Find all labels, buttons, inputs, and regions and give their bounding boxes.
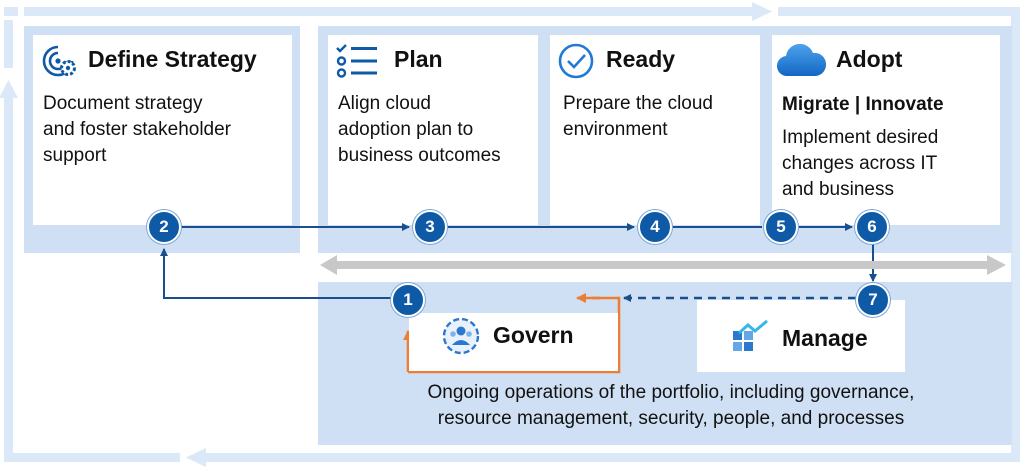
dashboard-chart-icon bbox=[733, 319, 768, 351]
card-ready bbox=[550, 35, 760, 225]
target-gear-icon bbox=[42, 45, 76, 77]
stage-subtitle-adopt: Migrate | Innovate bbox=[782, 94, 944, 115]
people-shield-icon bbox=[442, 317, 480, 355]
double-arrow bbox=[320, 255, 1006, 275]
node-2: 2 bbox=[147, 210, 181, 244]
checklist-icon bbox=[336, 44, 377, 78]
ongoing-operations-text: Ongoing operations of the portfolio, inc… bbox=[427, 382, 915, 429]
node-3: 3 bbox=[413, 210, 447, 244]
node-5: 5 bbox=[764, 210, 798, 244]
stage-title-define-strategy: Define Strategy bbox=[88, 46, 257, 72]
check-circle-icon bbox=[558, 43, 594, 79]
stage-title-manage: Manage bbox=[782, 325, 868, 351]
stage-title-ready: Ready bbox=[606, 46, 676, 72]
stage-title-plan: Plan bbox=[394, 46, 443, 72]
card-define-strategy bbox=[33, 35, 292, 225]
node-7: 7 bbox=[856, 283, 890, 317]
node-1: 1 bbox=[391, 283, 425, 317]
card-plan bbox=[328, 35, 538, 225]
cloud-icon bbox=[776, 43, 827, 77]
arrow-1-to-2 bbox=[160, 248, 392, 299]
stage-title-govern: Govern bbox=[493, 322, 574, 348]
node-4: 4 bbox=[638, 210, 672, 244]
node-6: 6 bbox=[855, 210, 889, 244]
stage-title-adopt: Adopt bbox=[836, 46, 903, 72]
